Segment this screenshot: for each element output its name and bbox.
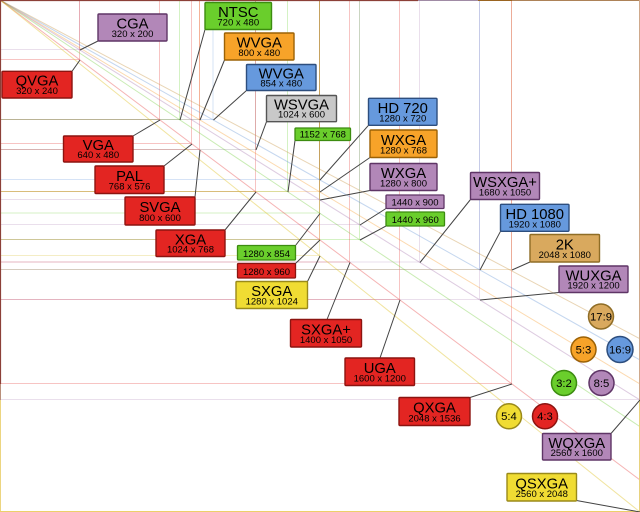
svg-text:1440 x 960: 1440 x 960 xyxy=(392,215,439,226)
svg-text:HD 720: HD 720 xyxy=(378,101,428,117)
svg-text:1600 x 1200: 1600 x 1200 xyxy=(354,374,406,385)
svg-text:HD 1080: HD 1080 xyxy=(506,207,564,223)
svg-text:768 x 576: 768 x 576 xyxy=(109,182,151,193)
svg-text:SXGA: SXGA xyxy=(251,284,292,300)
svg-text:PAL: PAL xyxy=(116,169,143,185)
svg-text:1280 x 960: 1280 x 960 xyxy=(243,267,290,278)
svg-text:QVGA: QVGA xyxy=(16,74,59,90)
svg-text:1680 x 1050: 1680 x 1050 xyxy=(479,188,531,199)
svg-text:800 x 480: 800 x 480 xyxy=(238,48,280,59)
svg-text:854 x 480: 854 x 480 xyxy=(260,79,302,90)
svg-text:1024 x 768: 1024 x 768 xyxy=(167,245,214,256)
svg-text:WXGA: WXGA xyxy=(381,166,426,182)
svg-text:1920 x 1080: 1920 x 1080 xyxy=(509,219,561,230)
svg-text:8:5: 8:5 xyxy=(594,378,610,390)
svg-text:QXGA: QXGA xyxy=(413,401,456,417)
svg-text:320 x 240: 320 x 240 xyxy=(16,86,58,97)
svg-text:2048 x 1080: 2048 x 1080 xyxy=(539,250,591,261)
svg-text:4:3: 4:3 xyxy=(537,411,553,423)
svg-text:1920 x 1200: 1920 x 1200 xyxy=(567,281,619,292)
svg-text:1400 x 1050: 1400 x 1050 xyxy=(300,335,352,346)
svg-text:16:9: 16:9 xyxy=(609,344,631,356)
svg-text:SVGA: SVGA xyxy=(139,200,180,216)
svg-text:1024 x 600: 1024 x 600 xyxy=(278,110,325,121)
svg-text:SXGA+: SXGA+ xyxy=(301,322,351,338)
svg-text:3:2: 3:2 xyxy=(556,378,572,390)
svg-text:WVGA: WVGA xyxy=(259,67,304,83)
svg-text:2048 x 1536: 2048 x 1536 xyxy=(408,414,460,425)
svg-text:2560 x 2048: 2560 x 2048 xyxy=(516,489,568,500)
svg-text:UGA: UGA xyxy=(364,361,396,377)
svg-text:5:4: 5:4 xyxy=(501,411,517,423)
svg-text:WQXGA: WQXGA xyxy=(548,436,605,452)
svg-text:XGA: XGA xyxy=(175,232,206,248)
svg-text:1280 x 720: 1280 x 720 xyxy=(379,113,426,124)
svg-text:320 x 200: 320 x 200 xyxy=(112,29,154,40)
svg-text:1152 x 768: 1152 x 768 xyxy=(300,129,346,140)
svg-text:1280 x 768: 1280 x 768 xyxy=(380,146,427,157)
svg-text:5:3: 5:3 xyxy=(576,344,592,356)
svg-text:NTSC: NTSC xyxy=(218,5,259,21)
svg-text:WUXGA: WUXGA xyxy=(566,268,622,284)
svg-text:CGA: CGA xyxy=(116,17,148,33)
svg-text:640 x 480: 640 x 480 xyxy=(77,150,119,161)
svg-text:1280 x 854: 1280 x 854 xyxy=(243,249,290,260)
svg-text:WSVGA: WSVGA xyxy=(274,98,329,114)
svg-text:800 x 600: 800 x 600 xyxy=(139,213,181,224)
svg-text:1280 x 1024: 1280 x 1024 xyxy=(246,297,298,308)
svg-text:WSXGA+: WSXGA+ xyxy=(473,175,537,191)
svg-text:2560 x 1600: 2560 x 1600 xyxy=(551,448,603,459)
svg-text:2K: 2K xyxy=(556,237,574,253)
svg-text:17:9: 17:9 xyxy=(590,311,612,323)
svg-text:VGA: VGA xyxy=(83,138,114,154)
svg-text:WVGA: WVGA xyxy=(237,36,282,52)
svg-text:1280 x 800: 1280 x 800 xyxy=(380,179,427,190)
svg-text:720 x 480: 720 x 480 xyxy=(217,18,259,29)
svg-text:WXGA: WXGA xyxy=(381,133,426,149)
svg-text:1440 x 900: 1440 x 900 xyxy=(391,197,438,208)
svg-text:QSXGA: QSXGA xyxy=(515,476,568,492)
